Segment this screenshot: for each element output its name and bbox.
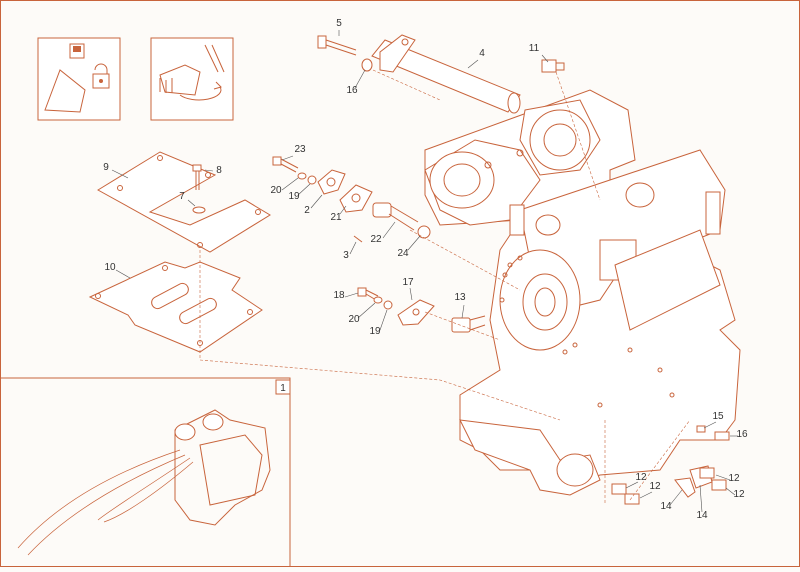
elbow-14a [674,477,696,498]
leader-line-c27 [715,474,731,481]
quick-coupler-body [424,89,741,496]
callout-label: 20 [348,314,360,325]
flange-21 [339,184,373,213]
bolt-23 [272,156,299,173]
leader-line-c12 [310,194,323,209]
leader-line-c14 [349,241,357,255]
callout-label: 12 [649,481,661,492]
leader-line-c21 [461,304,465,319]
leader-line-c25 [639,491,653,499]
callout-label: 24 [397,248,409,259]
callout-label: 20 [270,185,282,196]
bolt-18 [357,287,379,301]
leader-line-c11 [297,183,311,196]
pin-4 [371,34,521,114]
plate-9 [97,151,271,253]
leader-line-c17 [344,292,359,298]
callout-label: 2 [304,205,310,216]
callout-label: 10 [104,262,116,273]
callout-label: 19 [369,326,381,337]
fitting-16 [714,431,730,441]
plate-10 [88,261,263,353]
callout-label: 8 [216,165,222,176]
callout-label: 16 [346,85,358,96]
callout-label: 16 [736,429,748,440]
leader-line-c9 [281,155,294,161]
assembly-lines [199,69,691,505]
callout-label: 3 [343,250,349,261]
bolt-8 [192,164,202,190]
callout-label: 14 [696,510,708,521]
unlock-switch-icon [37,37,121,121]
fitting-12b [624,493,640,505]
callout-label: 12 [728,473,740,484]
leader-line-c8 [115,269,131,279]
flange-2 [317,169,346,195]
leader-line-c10 [281,177,299,191]
callout-label: 19 [288,191,300,202]
callout-label: 18 [333,290,345,301]
inset-label: 1 [280,383,286,394]
leader-line-c19 [357,302,376,319]
leader-line-c29 [699,484,703,513]
washer-7 [192,206,206,214]
callout-label: 22 [370,234,382,245]
callout-label: 5 [336,18,342,29]
callout-label: 14 [660,501,672,512]
leader-line-c6 [204,169,214,172]
fitting-15 [696,425,706,433]
leader-line-c2 [467,59,479,69]
callout-label: 17 [402,277,414,288]
washer-16 [361,58,373,72]
leader-line-c28 [669,489,683,506]
leader-line-c16 [407,235,421,251]
leader-line-c15 [382,221,396,239]
leader-line-c20 [379,309,388,331]
callout-label: 23 [294,144,306,155]
fitting-12d [711,479,727,491]
callout-layer: 5 4 16 11 9 8 7 10 23 20 19 2 21 3 22 24 18 17 20 19 13 15 16 1… [103,18,748,521]
leader-line-c22 [703,421,717,429]
leader-line-c4 [541,54,549,63]
plug-24 [417,225,431,239]
bolt-5 [317,35,357,56]
callout-label: 11 [529,43,540,54]
oring-19a [307,175,317,185]
washer-20a [297,172,307,180]
callout-label: 9 [103,162,109,173]
flange-17 [397,299,435,326]
callout-label: 4 [479,48,485,59]
rotate-bucket-icon [150,37,234,121]
leader-line-c24 [625,481,639,489]
washer-20b [373,296,383,304]
leader-line-c3 [354,69,366,89]
fitting-12a [611,483,627,495]
valve-22 [372,202,419,231]
fitting-11 [541,59,565,73]
pin-3 [353,235,363,243]
callout-label: 21 [330,212,342,223]
leader-line-c18 [409,287,413,301]
callout-label: 7 [179,191,185,202]
oring-19b [383,300,393,310]
callout-label: 12 [635,472,647,483]
inset-overview-panel [0,377,291,567]
fitting-12c [699,467,715,479]
screw-13 [451,315,486,333]
callout-label: 15 [712,411,724,422]
callout-label: 13 [454,292,466,303]
leader-line-c7 [187,199,196,207]
callout-label: 12 [733,489,745,500]
leader-line-c5 [111,169,129,179]
leader-line-c13 [339,205,347,215]
leader-line-c26 [725,487,736,496]
